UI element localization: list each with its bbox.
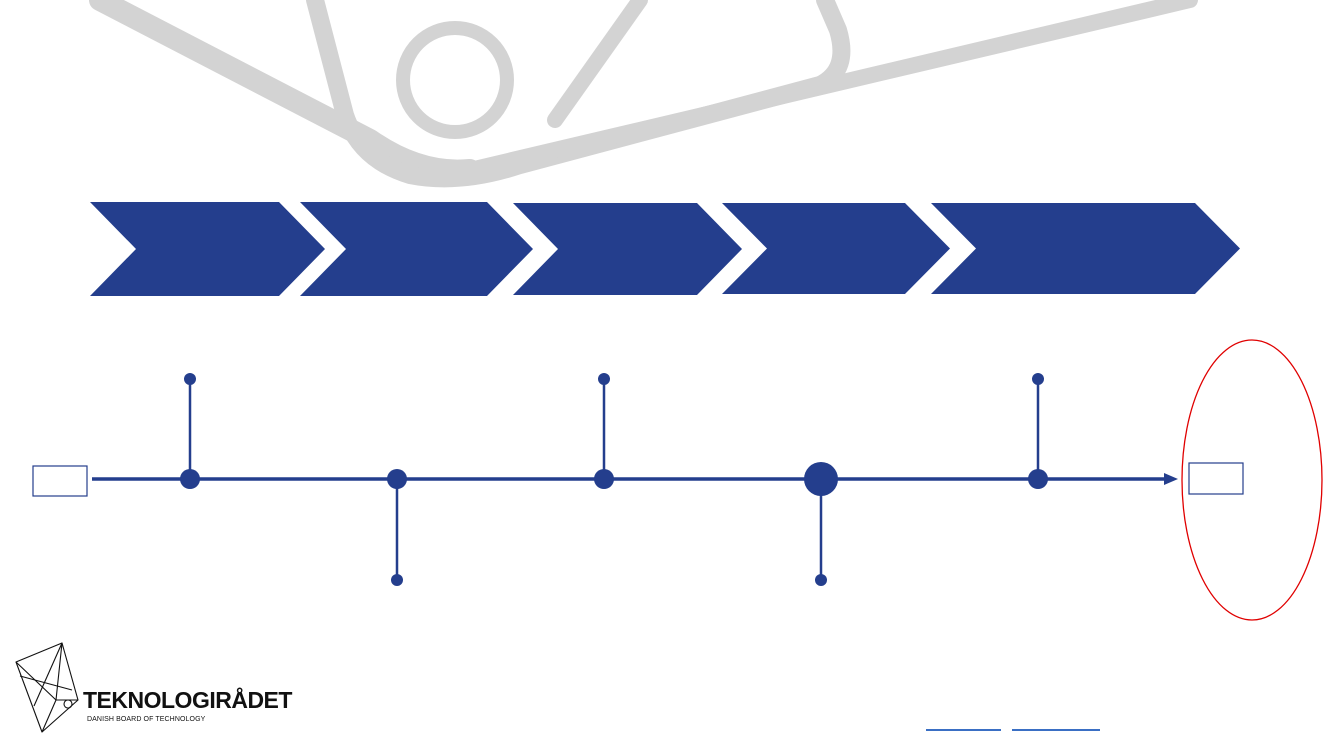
- milestone-end-dot-3: [598, 373, 610, 385]
- logo-subtitle: DANISH BOARD OF TECHNOLOGY: [87, 716, 206, 723]
- logo-icon-facet-b: [15, 661, 57, 733]
- process-step-chevron-1: [90, 202, 325, 296]
- logo-icon-facet-a: [55, 642, 78, 701]
- timeline-arrowhead: [1164, 473, 1178, 485]
- process-steps: [90, 202, 1240, 296]
- process-step-chevron-3: [513, 203, 742, 295]
- timeline-start-box: [32, 465, 88, 497]
- milestone-node-5: [1028, 469, 1048, 489]
- milestone-node-3: [594, 469, 614, 489]
- watermark-stroke-center: [306, 0, 851, 188]
- milestone-end-dot-2: [391, 574, 403, 586]
- milestone-node-2: [387, 469, 407, 489]
- watermark-stroke-left: [89, 0, 481, 182]
- footer-link-1[interactable]: [926, 729, 1001, 731]
- logo-wordmark: TEKNOLOGIRÅDET: [83, 687, 292, 713]
- logo-icon-facet-d: [19, 675, 73, 691]
- timeline-end-box: [1188, 462, 1244, 495]
- milestone-end-dot-1: [184, 373, 196, 385]
- footer-link-2[interactable]: [1012, 729, 1100, 731]
- milestone-node-1: [180, 469, 200, 489]
- brand-mark-watermark: [89, 0, 1198, 188]
- watermark-ring: [396, 21, 514, 139]
- timeline-milestones: [180, 373, 1048, 586]
- highlight-ellipse: [1181, 339, 1323, 621]
- milestone-end-dot-4: [815, 574, 827, 586]
- milestone-node-4: [804, 462, 838, 496]
- milestone-end-dot-5: [1032, 373, 1044, 385]
- timeline: [32, 373, 1244, 586]
- logo-icon-facet-c: [33, 642, 63, 707]
- logo-icon-outline: [15, 642, 79, 733]
- process-step-chevron-5: [931, 203, 1240, 294]
- process-step-chevron-4: [722, 203, 950, 294]
- watermark-stroke-inner: [547, 0, 648, 128]
- watermark-stroke-right: [462, 0, 1198, 178]
- teknologiraadet-logo-icon: [15, 642, 79, 733]
- logo-icon-ring: [63, 699, 73, 709]
- process-step-chevron-2: [300, 202, 533, 296]
